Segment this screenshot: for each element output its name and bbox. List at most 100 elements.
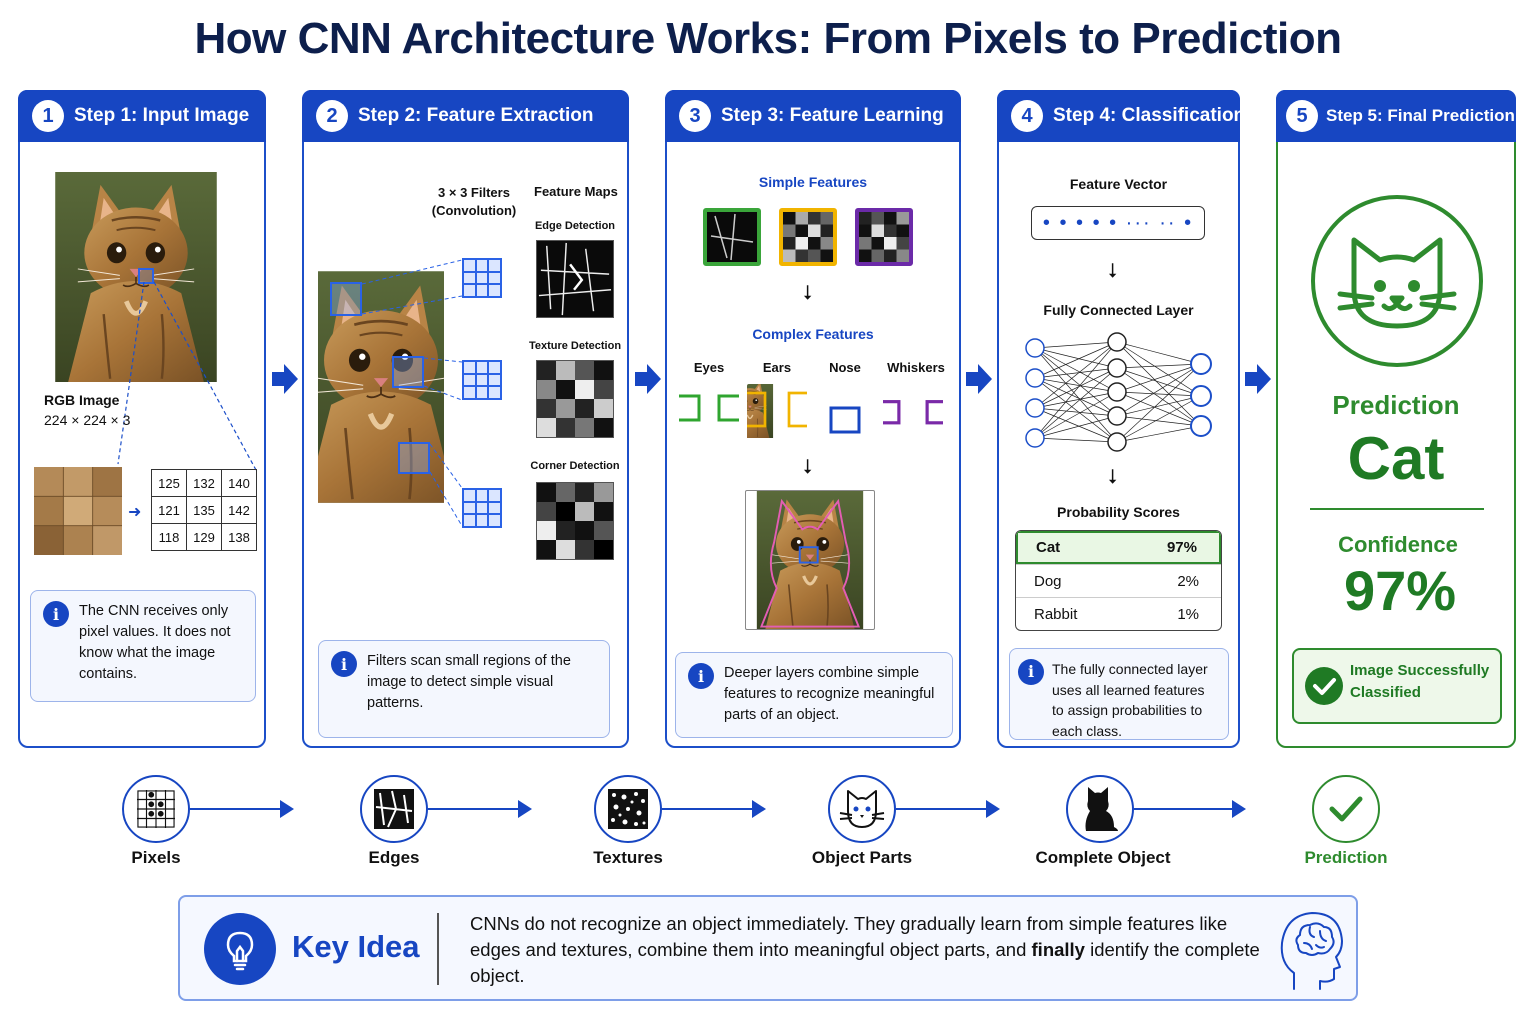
- step-4-info-box: i The fully connected layer uses all lea…: [1009, 648, 1229, 740]
- step-number-badge: 2: [316, 100, 348, 132]
- filters-subtitle: (Convolution): [431, 203, 517, 218]
- step-3-panel: 3 Step 3: Feature Learning Simple Featur…: [665, 90, 961, 748]
- class-probability: 1%: [1177, 605, 1199, 623]
- conv-filter-grid: [462, 360, 502, 400]
- flow-connector: [190, 800, 1246, 818]
- pixel-cell: 129: [186, 523, 222, 551]
- step-2-panel: 2 Step 2: Feature Extraction 3 × 3 Filte…: [302, 90, 629, 748]
- image-dimensions: 224 × 224 × 3: [44, 412, 131, 428]
- step-1-header: 1 Step 1: Input Image: [18, 90, 266, 142]
- pixel-cell: 132: [186, 469, 222, 497]
- patch-highlight: [138, 268, 154, 284]
- step-1-info-box: i The CNN receives only pixel values. It…: [30, 590, 256, 702]
- complex-features-label: Complex Features: [752, 326, 874, 342]
- step-5-header: 5 Step 5: Final Prediction: [1276, 90, 1516, 142]
- convolution-lines: [361, 259, 463, 527]
- pixel-cell: 140: [221, 469, 257, 497]
- down-arrow-icon: ⭣: [1108, 466, 1118, 488]
- info-icon: i: [1018, 659, 1044, 685]
- feature-map-label: Texture Detection: [528, 340, 622, 352]
- flow-label: Textures: [593, 848, 663, 867]
- object-parts-flow-icon: [828, 775, 896, 843]
- neural-network-diagram: [1025, 332, 1212, 452]
- edge-map: [536, 240, 614, 318]
- step-arrow-icon: [1245, 364, 1271, 394]
- key-idea-text-b: identify the complete object.: [470, 939, 1260, 986]
- simple-features-label: Simple Features: [758, 174, 868, 190]
- simple-feature-edge: [703, 208, 761, 266]
- prediction-value: Cat: [1347, 425, 1445, 492]
- part-label: Eyes: [693, 360, 725, 375]
- feature-vector-label: Feature Vector: [1069, 176, 1168, 192]
- confidence-value: 97%: [1343, 559, 1457, 622]
- check-icon: [1329, 796, 1363, 822]
- fully-connected-label: Fully Connected Layer: [1043, 302, 1194, 318]
- feature-maps-label: Feature Maps: [534, 184, 618, 199]
- step-number-badge: 3: [679, 100, 711, 132]
- info-text: The CNN receives only pixel values. It d…: [79, 603, 231, 682]
- part-label: Whiskers: [887, 360, 945, 375]
- step-number-badge: 1: [32, 100, 64, 132]
- conv-filter-grid: [462, 258, 502, 298]
- flow-label: Complete Object: [1035, 848, 1171, 867]
- class-name: Dog: [1034, 572, 1062, 590]
- step-arrow-icon: [635, 364, 661, 394]
- brain-head-icon: [1280, 912, 1343, 990]
- rgb-image-label: RGB Image: [44, 392, 120, 408]
- step-3-header: 3 Step 3: Feature Learning: [665, 90, 961, 142]
- step-title: Step 3: Feature Learning: [721, 105, 944, 126]
- success-text: Image Successfully Classified: [1350, 662, 1490, 701]
- eyes-part-image: [679, 394, 739, 422]
- info-icon: i: [688, 663, 714, 689]
- class-probability: 97%: [1166, 539, 1197, 556]
- step-3-info-box: i Deeper layers combine simple features …: [675, 652, 953, 738]
- scan-window: [330, 282, 362, 316]
- key-idea-title: Key Idea: [292, 929, 420, 964]
- step-1-panel: 1 Step 1: Input Image RGB Image 224 × 22…: [18, 90, 266, 748]
- texture-map: [536, 360, 614, 438]
- whiskers-part-image: [883, 400, 943, 425]
- confidence-label: Confidence: [1338, 532, 1458, 557]
- cat-face-icon: [1311, 195, 1483, 367]
- down-arrow-icon: ⭣: [803, 456, 813, 478]
- pixel-cell: 125: [151, 469, 187, 497]
- info-text: Filters scan small regions of the image …: [367, 653, 571, 711]
- success-badge: Image Successfully Classified: [1292, 648, 1502, 724]
- check-icon: [1305, 667, 1343, 705]
- pixel-cell: 142: [221, 496, 257, 524]
- bulb-glyph: [226, 931, 254, 971]
- step-5-panel: 5 Step 5: Final Prediction Prediction Ca…: [1276, 90, 1516, 748]
- divider: [1310, 508, 1484, 510]
- corner-map: [536, 482, 614, 560]
- pixels-grid-icon: [137, 790, 175, 828]
- step-2-header: 2 Step 2: Feature Extraction: [302, 90, 629, 142]
- textures-map-icon: [608, 789, 648, 829]
- down-arrow-icon: ⭣: [803, 282, 813, 304]
- conv-filter-grid: [462, 488, 502, 528]
- pixel-cell: 121: [151, 496, 187, 524]
- step-title: Step 5: Final Prediction: [1326, 106, 1515, 125]
- pixel-patch: [34, 467, 122, 555]
- scan-window: [392, 356, 424, 388]
- class-name: Rabbit: [1034, 605, 1078, 623]
- info-text: Deeper layers combine simple features to…: [724, 665, 935, 723]
- key-idea-box: Key Idea CNNs do not recognize an object…: [178, 895, 1358, 1001]
- step-number-badge: 4: [1011, 100, 1043, 132]
- pixel-cell: 135: [186, 496, 222, 524]
- pixels-flow-icon: [122, 775, 190, 843]
- part-label: Nose: [829, 360, 861, 375]
- complete-object-image: [745, 490, 875, 630]
- step-title: Step 2: Feature Extraction: [358, 105, 594, 126]
- ears-part-image: [747, 384, 807, 444]
- feature-map-label: Corner Detection: [530, 460, 620, 472]
- step-4-header: 4 Step 4: Classification: [997, 90, 1245, 142]
- nose-part-image: [829, 406, 861, 434]
- prediction-flow-icon: [1312, 775, 1380, 843]
- step-4-panel: 4 Step 4: Classification Feature Vector …: [997, 90, 1245, 748]
- info-icon: i: [331, 651, 357, 677]
- flow-label: Object Parts: [811, 848, 913, 867]
- prediction-label: Prediction: [1332, 390, 1460, 420]
- cat-outline-icon: [839, 790, 885, 828]
